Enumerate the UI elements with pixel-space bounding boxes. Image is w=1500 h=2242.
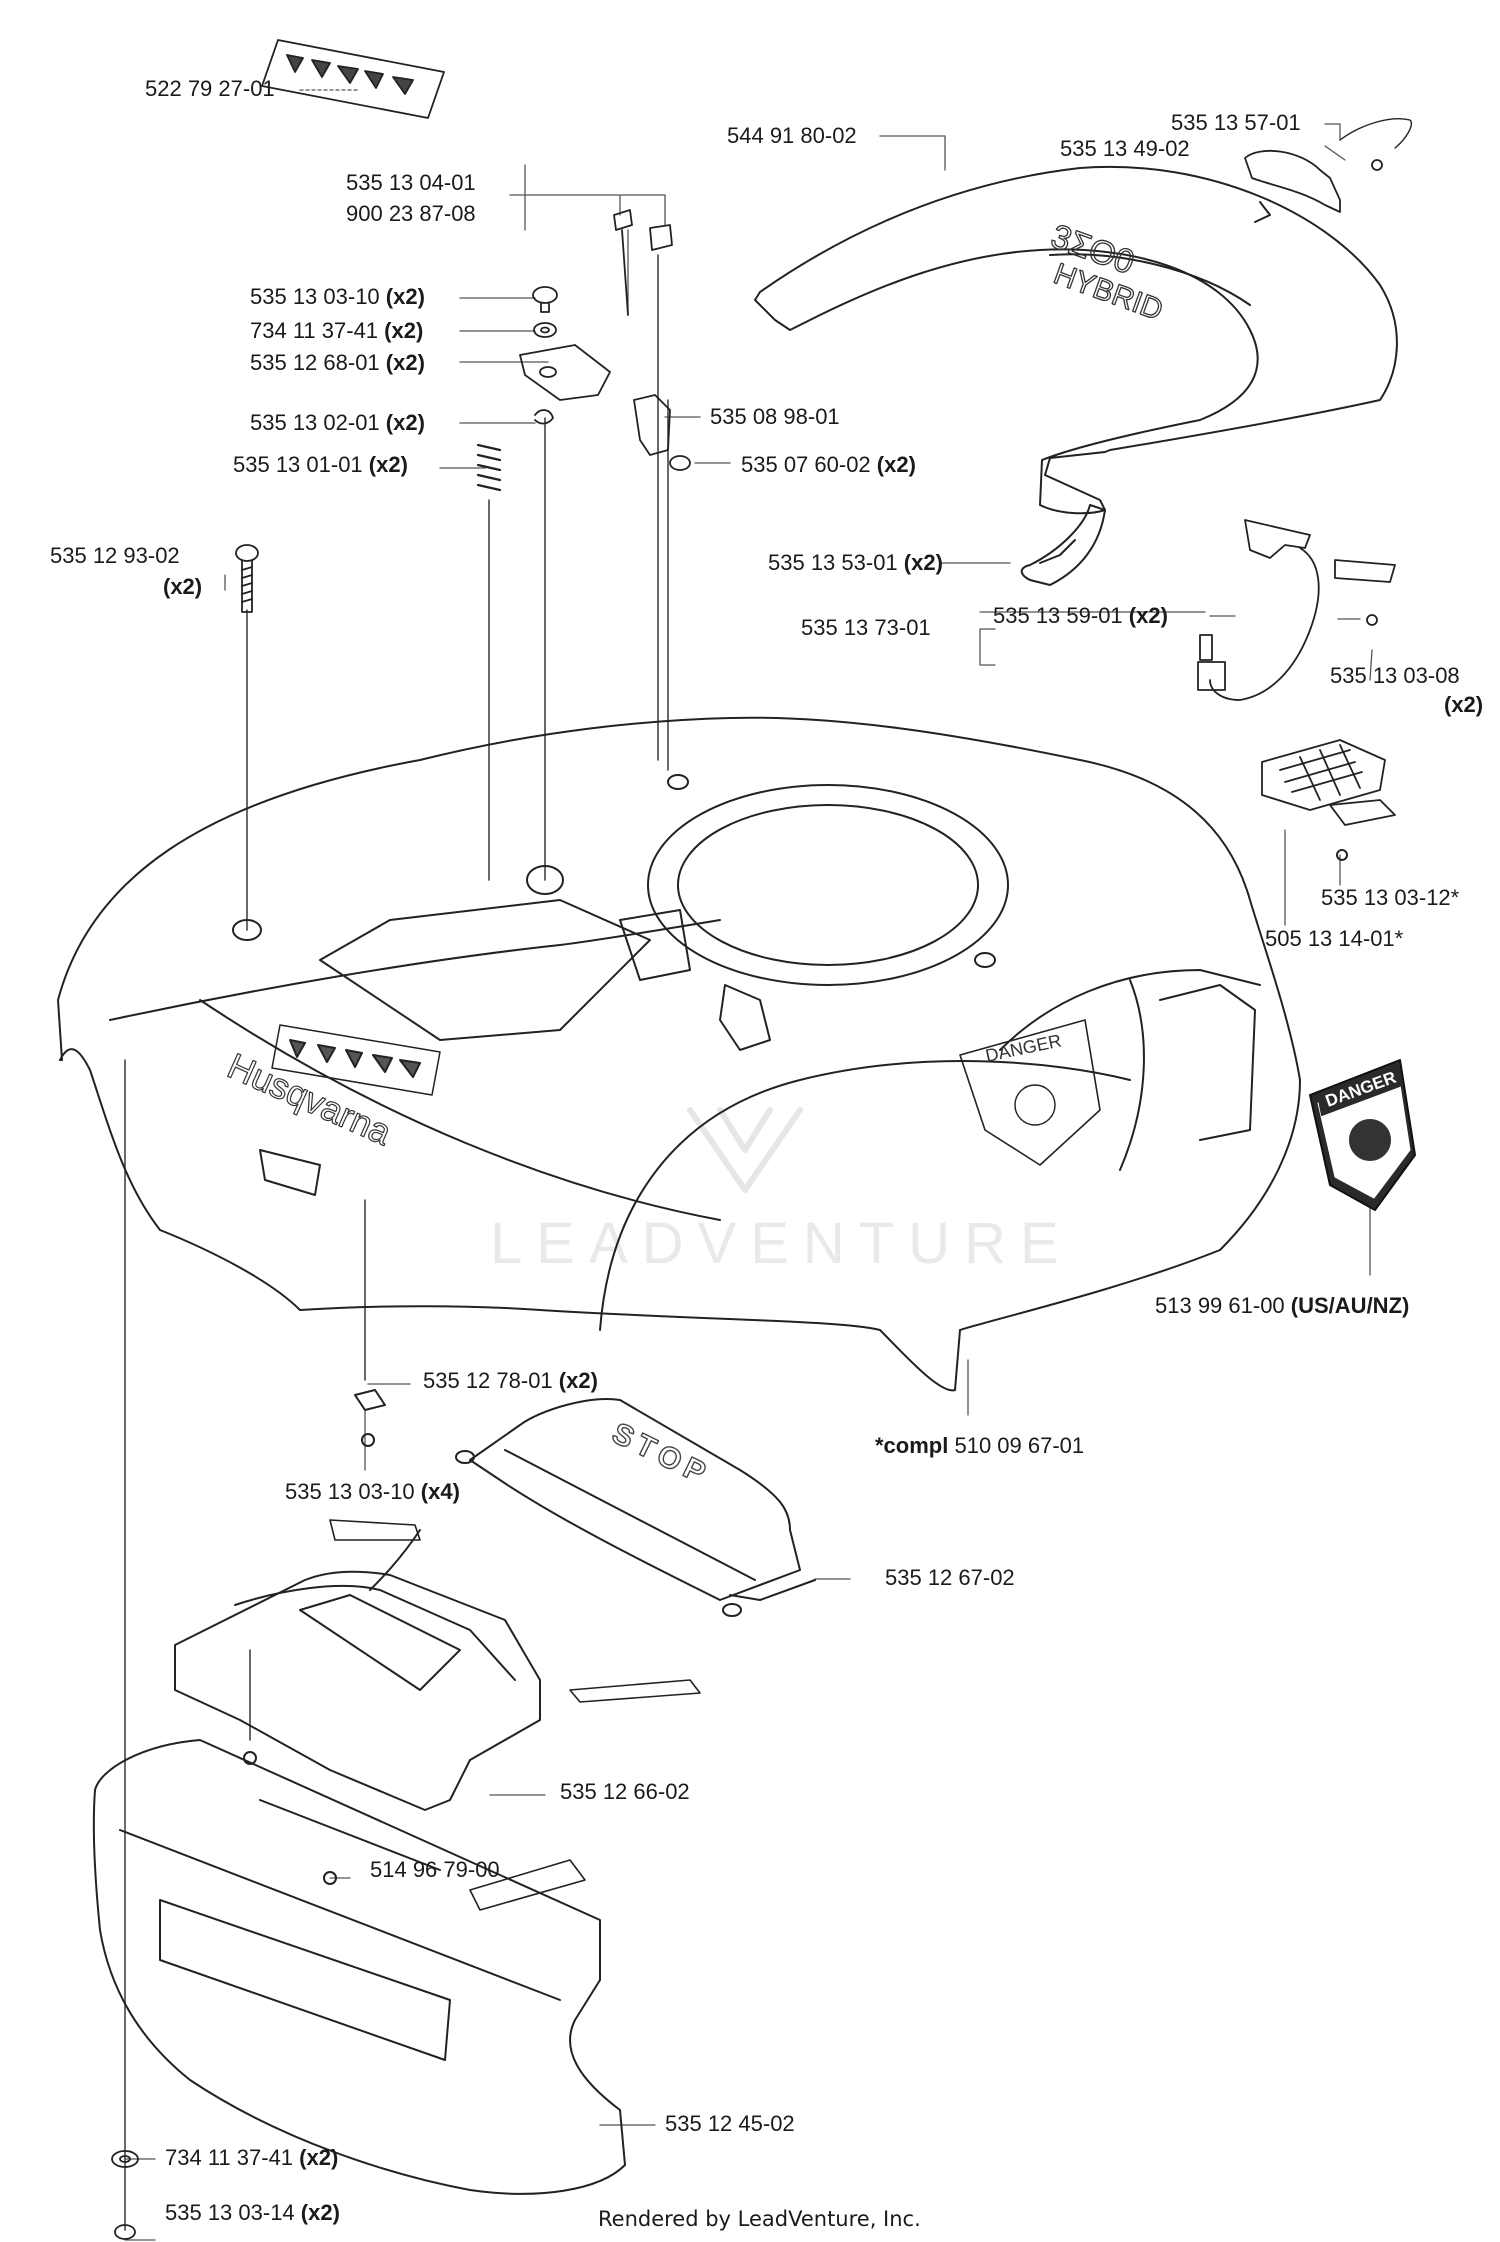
callout-535-12-45-02: 535 12 45-02 — [665, 2111, 795, 2136]
callout-505-13-14-01: 505 13 14-01* — [1265, 926, 1404, 951]
footer-credit: Rendered by LeadVenture, Inc. — [598, 2207, 921, 2231]
callout-535-12-66-02: 535 12 66-02 — [560, 1779, 690, 1804]
leader-lines — [124, 89, 1373, 2241]
callout-510-09-67-01: *compl 510 09 67-01 — [875, 1433, 1085, 1458]
stop-button-part — [354, 1389, 816, 1617]
callout-513-99-61-00: 513 99 61-00 (US/AU/NZ) — [1155, 1293, 1410, 1318]
callout-734-11-37-41-top: 734 11 37-41 (x2) — [250, 318, 424, 343]
main-body-part — [57, 716, 1301, 1392]
callout-535-13-57-01: 535 13 57-01 — [1171, 110, 1301, 135]
callout-535-12-67-02: 535 12 67-02 — [885, 1565, 1015, 1590]
display-cover-part — [174, 1519, 701, 1811]
watermark-logo — [687, 1107, 803, 1193]
callout-535-13-53-01: 535 13 53-01 (x2) — [768, 550, 943, 575]
callout-535-12-78-01: 535 12 78-01 (x2) — [423, 1368, 598, 1393]
decal-sheet-part — [261, 39, 445, 119]
axis-lines — [124, 254, 669, 2231]
sensor-bracket-part — [1197, 519, 1396, 701]
watermark-text: LEADVENTURE — [490, 1211, 1073, 1276]
callout-535-12-93-02-qty: (x2) — [163, 574, 203, 599]
front-bumper-part — [92, 1739, 626, 2195]
callout-535-08-98-01: 535 08 98-01 — [710, 404, 840, 429]
callout-535-13-02-01: 535 13 02-01 (x2) — [250, 410, 425, 435]
callout-535-12-68-01: 535 12 68-01 (x2) — [250, 350, 425, 375]
fasteners — [111, 209, 1348, 2240]
body-danger-decal: DANGER — [984, 1030, 1063, 1066]
callout-535-13-59-01: 535 13 59-01 (x2) — [993, 603, 1168, 628]
danger-label-part — [1309, 1059, 1416, 1211]
callout-900-23-87-08: 900 23 87-08 — [346, 201, 476, 226]
callout-734-11-37-41-bottom: 734 11 37-41 (x2) — [165, 2145, 339, 2170]
callout-535-13-03-10-top: 535 13 03-10 (x2) — [250, 284, 425, 309]
callout-535-13-03-10-bottom: 535 13 03-10 (x4) — [285, 1479, 460, 1504]
callout-535-13-03-08: 535 13 03-08 — [1330, 663, 1460, 688]
callout-535-13-03-14: 535 13 03-14 (x2) — [165, 2200, 340, 2225]
keypad-part — [1261, 739, 1396, 861]
callout-535-13-01-01: 535 13 01-01 (x2) — [233, 452, 408, 477]
callout-535-12-93-02: 535 12 93-02 — [50, 543, 180, 568]
callout-544-91-80-02: 544 91 80-02 — [727, 123, 857, 148]
small-cover-part — [1244, 118, 1412, 213]
callout-514-96-79-00: 514 96 79-00 — [370, 1857, 500, 1882]
callout-522-79-27-01: 522 79 27-01 — [145, 76, 275, 101]
callout-535-07-60-02: 535 07 60-02 (x2) — [741, 452, 916, 477]
callout-535-13-03-12: 535 13 03-12* — [1321, 885, 1460, 910]
callout-535-13-73-01: 535 13 73-01 — [801, 615, 931, 640]
callout-535-13-49-02: 535 13 49-02 — [1060, 136, 1190, 161]
grip-part — [1020, 504, 1106, 586]
callout-535-13-04-01: 535 13 04-01 — [346, 170, 476, 195]
callout-535-13-03-08-qty: (x2) — [1444, 692, 1484, 717]
stop-decal: STOP — [607, 1417, 716, 1493]
